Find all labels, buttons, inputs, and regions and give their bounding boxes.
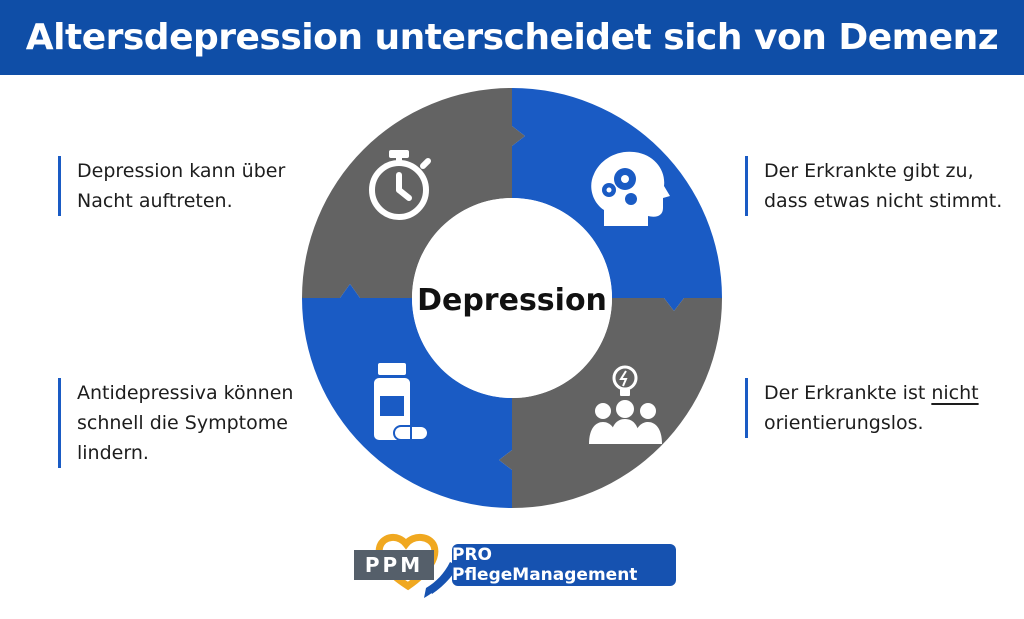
people-idea-icon: [589, 365, 662, 444]
logo-abbreviation: PPM: [354, 550, 434, 580]
emphasis-nicht: nicht: [931, 382, 979, 404]
page-title: Altersdepression unterscheidet sich von …: [25, 17, 999, 58]
head-gears-icon: [591, 151, 670, 226]
segment-top-left: [302, 88, 525, 298]
note-bottom-left: Antidepressiva können schnell die Sympto…: [58, 378, 293, 468]
center-circle: [412, 198, 612, 398]
center-label: Depression: [417, 283, 607, 318]
brand-logo: PPM PRO PflegeManagement: [346, 528, 686, 600]
segment-bottom-right: [499, 298, 722, 508]
stopwatch-icon: [369, 150, 431, 220]
medicine-icon: [374, 363, 429, 441]
header-banner: Altersdepression unterscheidet sich von …: [0, 0, 1024, 75]
note-top-left: Depression kann über Nacht auftreten.: [58, 156, 285, 216]
logo-name: PRO PflegeManagement: [452, 544, 676, 586]
depression-wheel: Depression: [302, 88, 722, 508]
note-bottom-right: Der Erkrankte ist nicht orientierungslos…: [745, 378, 979, 438]
note-top-right: Der Erkrankte gibt zu, dass etwas nicht …: [745, 156, 1002, 216]
